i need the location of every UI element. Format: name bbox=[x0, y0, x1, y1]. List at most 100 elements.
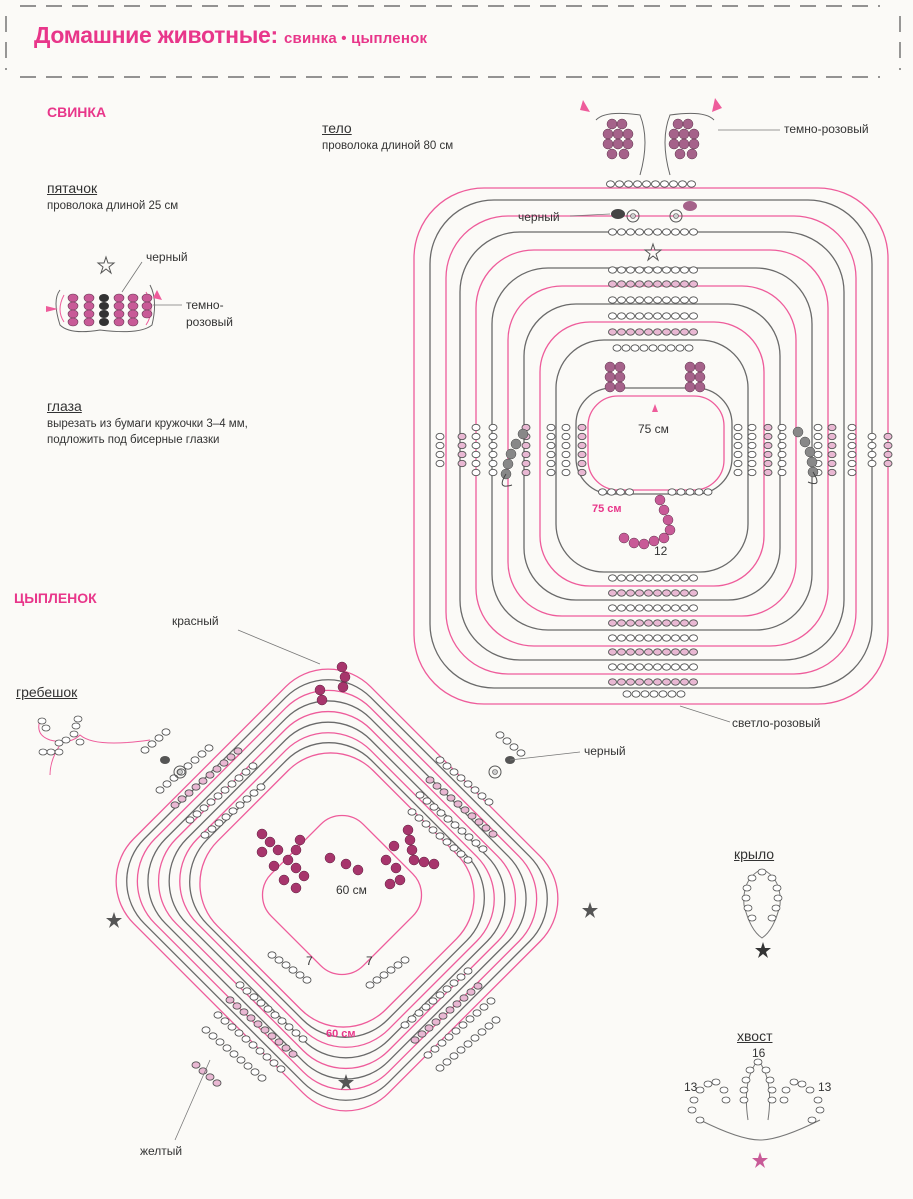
chick-section-title: ЦЫПЛЕНОК bbox=[14, 590, 97, 606]
bead bbox=[625, 488, 634, 496]
bead bbox=[827, 459, 837, 468]
bead bbox=[680, 648, 689, 656]
bead bbox=[689, 266, 698, 274]
bead bbox=[491, 1016, 501, 1024]
bead bbox=[471, 441, 481, 450]
wing-title: крыло bbox=[734, 846, 775, 862]
bead bbox=[694, 488, 704, 496]
bead bbox=[680, 663, 689, 671]
bead bbox=[644, 312, 653, 320]
bead bbox=[777, 441, 787, 450]
bead bbox=[415, 791, 425, 799]
bead bbox=[488, 830, 498, 838]
body-count: 12 bbox=[654, 544, 668, 558]
bead bbox=[626, 328, 635, 336]
bead bbox=[813, 432, 823, 441]
bead bbox=[733, 450, 743, 459]
bead bbox=[689, 634, 698, 642]
body-center-length: 75 см bbox=[638, 422, 669, 436]
bead bbox=[626, 589, 635, 597]
bead bbox=[689, 648, 698, 656]
bead bbox=[689, 280, 698, 288]
bead bbox=[204, 744, 214, 752]
bead bbox=[631, 690, 641, 698]
bead bbox=[183, 762, 193, 770]
bead bbox=[644, 604, 653, 612]
bead bbox=[274, 1038, 284, 1046]
bead bbox=[246, 1014, 256, 1022]
bead bbox=[212, 1079, 222, 1087]
bead bbox=[417, 1030, 427, 1038]
body-pink-length: 75 см bbox=[592, 503, 622, 515]
bead bbox=[747, 450, 757, 459]
bead bbox=[662, 296, 671, 304]
bead bbox=[689, 604, 698, 612]
bead bbox=[847, 441, 857, 450]
bead bbox=[608, 663, 617, 671]
bead bbox=[256, 783, 266, 791]
bead bbox=[651, 180, 660, 188]
bead bbox=[191, 783, 201, 791]
bead bbox=[445, 1006, 455, 1014]
chick-label-yellow: желтый bbox=[140, 1144, 183, 1158]
bead bbox=[561, 441, 571, 450]
pig-bead-rows bbox=[435, 180, 893, 698]
bead bbox=[680, 574, 689, 582]
bead bbox=[777, 459, 787, 468]
bead bbox=[495, 731, 505, 739]
bead bbox=[435, 459, 445, 468]
bead bbox=[777, 423, 787, 432]
bead bbox=[423, 1051, 433, 1059]
snout-label-black: черный bbox=[146, 250, 188, 264]
bead bbox=[235, 981, 245, 989]
bead bbox=[624, 180, 633, 188]
bead bbox=[205, 1073, 215, 1081]
bead bbox=[464, 833, 474, 841]
bead bbox=[457, 450, 467, 459]
bead bbox=[234, 774, 244, 782]
bead bbox=[295, 971, 305, 979]
bead bbox=[644, 228, 653, 236]
bead bbox=[471, 423, 481, 432]
bead bbox=[471, 459, 481, 468]
bead bbox=[220, 1017, 230, 1025]
bead bbox=[219, 759, 229, 767]
bead bbox=[227, 780, 237, 788]
bead bbox=[233, 747, 243, 755]
bead bbox=[617, 678, 626, 686]
bead bbox=[671, 619, 680, 627]
bead bbox=[185, 816, 195, 824]
bead bbox=[608, 296, 617, 304]
bead bbox=[763, 432, 773, 441]
bead bbox=[671, 634, 680, 642]
bead bbox=[488, 441, 498, 450]
bead bbox=[777, 468, 787, 477]
page-title-sub: свинка • цыпленок bbox=[284, 30, 428, 47]
bead bbox=[561, 423, 571, 432]
bead bbox=[662, 648, 671, 656]
bead bbox=[263, 1005, 273, 1013]
bead bbox=[253, 1020, 263, 1028]
chick-pink-length: 60 см bbox=[326, 1028, 356, 1040]
bead bbox=[684, 344, 694, 352]
bead bbox=[470, 786, 480, 794]
bead bbox=[561, 450, 571, 459]
bead bbox=[206, 798, 216, 806]
bead bbox=[763, 459, 773, 468]
bead bbox=[521, 441, 531, 450]
bead bbox=[847, 459, 857, 468]
bead bbox=[867, 459, 877, 468]
bead bbox=[267, 1032, 277, 1040]
chick-stars bbox=[106, 902, 598, 1090]
chick-count-right: 7 bbox=[366, 954, 373, 968]
bead bbox=[608, 228, 617, 236]
bead bbox=[608, 280, 617, 288]
bead bbox=[644, 634, 653, 642]
bead bbox=[410, 1036, 420, 1044]
bead bbox=[288, 966, 298, 974]
chick-count-left: 7 bbox=[306, 954, 313, 968]
bead bbox=[680, 328, 689, 336]
bead bbox=[215, 1038, 225, 1046]
bead bbox=[689, 296, 698, 304]
page-title-main: Домашние животные: bbox=[34, 22, 278, 48]
